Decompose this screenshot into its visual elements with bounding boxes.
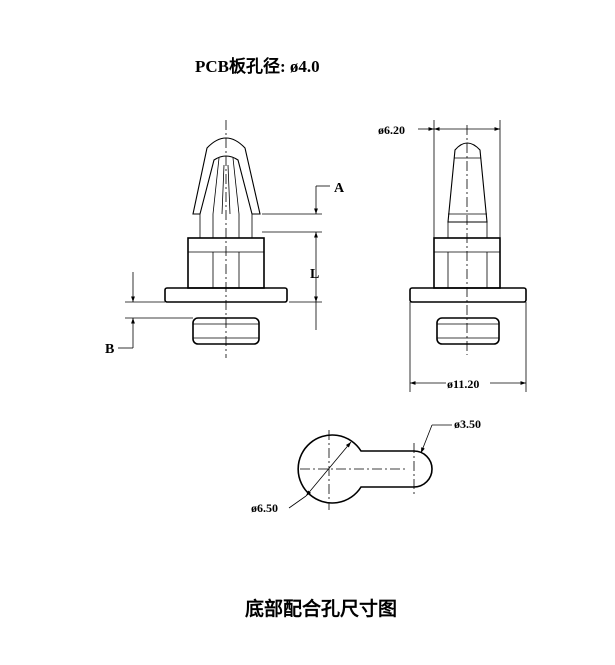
dia-base-label: ø11.20 bbox=[447, 377, 479, 391]
side-view: ø6.20 ø11.20 bbox=[378, 120, 527, 392]
caption-text: 底部配合孔尺寸图 bbox=[245, 597, 397, 620]
title-text: PCB板孔径: ø4.0 bbox=[195, 56, 320, 76]
hole-outline bbox=[297, 434, 433, 504]
front-bottom-knob bbox=[192, 317, 260, 345]
side-bottom-knob bbox=[436, 317, 500, 345]
dia-top-label: ø6.20 bbox=[378, 123, 405, 137]
front-flange bbox=[164, 287, 288, 303]
front-body bbox=[187, 237, 265, 289]
front-view: A L B bbox=[105, 120, 345, 358]
front-head-outline bbox=[192, 137, 261, 215]
front-finger-slots bbox=[212, 157, 240, 215]
front-neck-lines bbox=[199, 214, 253, 238]
dim-l-label: L bbox=[310, 267, 319, 282]
side-head-outline bbox=[447, 142, 488, 223]
side-flange bbox=[409, 287, 527, 303]
dia-hole-small-label: ø3.50 bbox=[454, 417, 481, 431]
side-body bbox=[433, 237, 501, 289]
mounting-hole-view: ø6.50 ø3.50 bbox=[251, 417, 481, 515]
dia-hole-large-label: ø6.50 bbox=[251, 501, 278, 515]
dim-b-label: B bbox=[105, 342, 114, 357]
dim-a-label: A bbox=[334, 181, 345, 196]
